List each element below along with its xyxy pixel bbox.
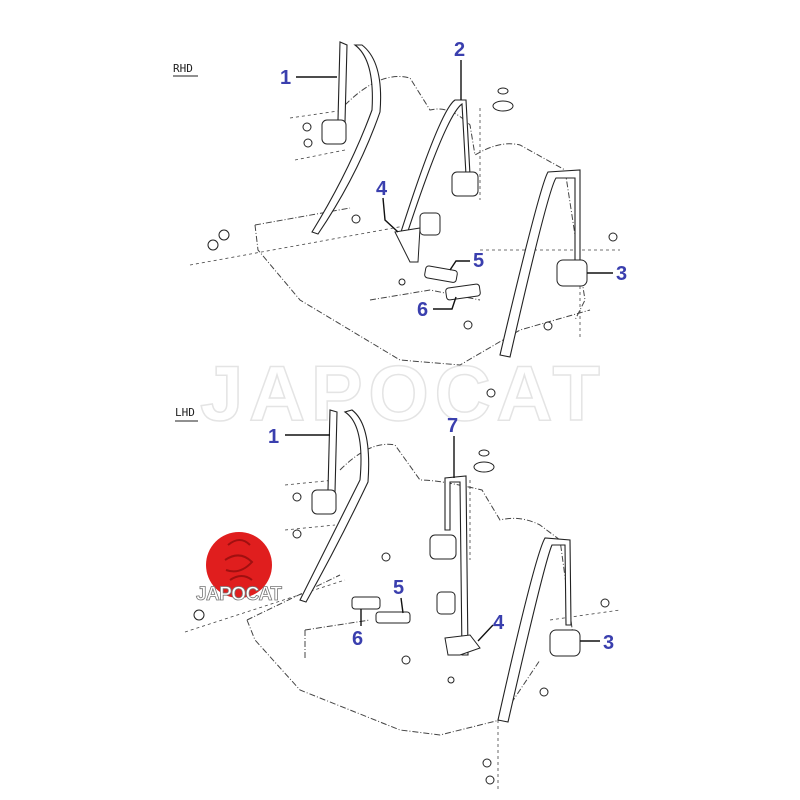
rhd-belt-2 [399,99,471,238]
lhd-callout-3: 3 [603,632,614,654]
lhd-seat-cushion [246,574,541,736]
logo-text: JAPOCAT [196,584,282,605]
rhd-belt-3 [499,169,581,358]
lhd-retractor-7 [429,534,457,560]
lhd-title: LHD [175,406,195,419]
lhd-callout-6: 6 [352,628,363,650]
lhd-retractor-3 [549,629,581,657]
rhd-callout-3: 3 [616,263,627,285]
rhd-callout-1: 1 [280,67,291,89]
lhd-belt-3 [497,537,572,723]
lhd-callout-7: 7 [447,415,458,437]
rhd-assembly: RHD 1 2 3 [173,39,627,366]
lhd-callout-4: 4 [493,612,505,634]
rhd-seat-back [344,76,586,321]
lhd-callout-1: 1 [268,426,279,448]
lhd-seat-back [339,443,576,651]
lhd-belt-1 [327,409,338,493]
rhd-buckle-6 [445,283,481,301]
japocat-logo: JAPOCAT [196,532,283,605]
rhd-title: RHD [173,62,193,75]
lhd-buckle-5 [375,611,411,624]
rhd-buckle-5 [424,265,458,283]
watermark: JAPOCAT [200,349,600,437]
rhd-callout-2: 2 [454,39,465,61]
lhd-retractor-1 [311,489,337,515]
lhd-buckle-6 [351,596,381,610]
rhd-callout-5: 5 [473,250,484,272]
rhd-retractor-3 [556,259,588,287]
rhd-retractor-1 [321,119,347,145]
lhd-callout-5: 5 [393,577,404,599]
lhd-assembly: LHD 1 7 5 [175,388,621,790]
rhd-retractor-2 [451,171,479,197]
rhd-buckle-4 [394,227,421,263]
rhd-belt-1 [337,41,348,123]
rhd-seat-cushion [254,207,591,366]
lhd-buckle-4 [444,634,481,656]
lhd-belt-7 [444,475,469,656]
rhd-callout-4: 4 [376,178,388,200]
rhd-callout-6: 6 [417,299,428,321]
